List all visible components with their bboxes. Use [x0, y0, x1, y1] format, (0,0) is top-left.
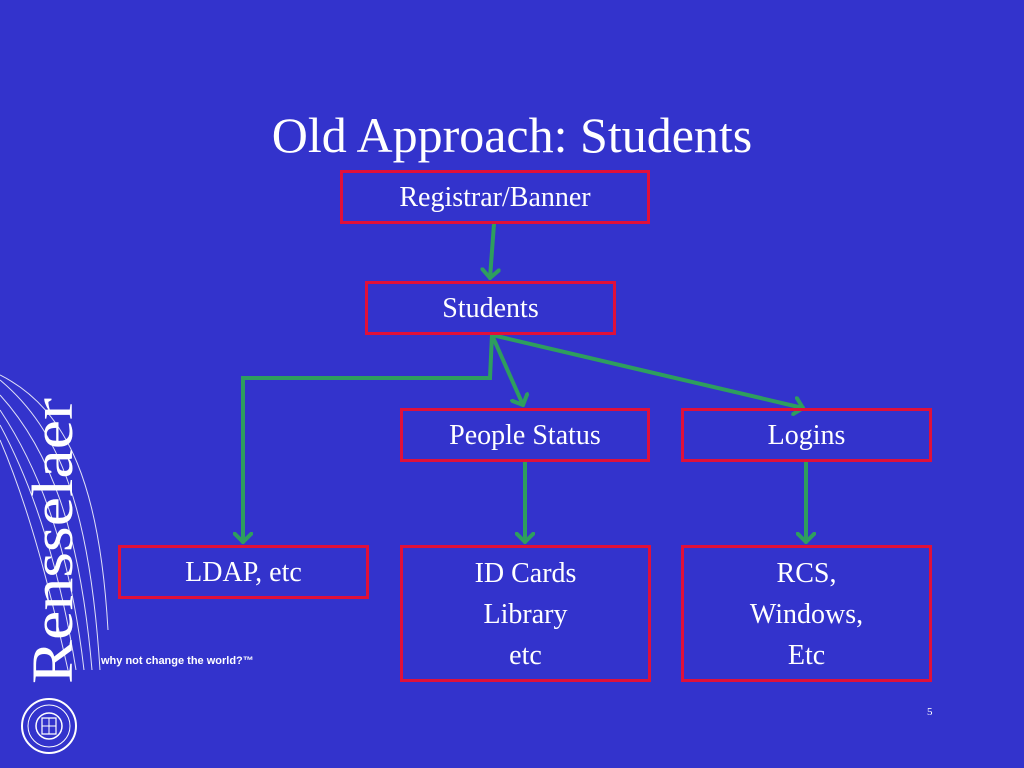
node-logins: Logins: [681, 408, 932, 462]
node-rcs: RCS, Windows, Etc: [681, 545, 932, 682]
node-students: Students: [365, 281, 616, 335]
swoosh-decoration: [0, 374, 109, 670]
arrow-students-to-logins: [490, 333, 805, 408]
rensselaer-logo: Rensselaer: [22, 398, 82, 684]
arrow-registrar-to-students: [490, 222, 494, 280]
svg-text:Rensselaer: Rensselaer: [22, 398, 82, 684]
tagline: why not change the world?™: [101, 655, 254, 667]
node-label-line: Registrar/Banner: [399, 182, 591, 213]
seal-icon: [21, 698, 77, 754]
node-label-line: LDAP, etc: [185, 557, 302, 588]
arrow-students-to-ldap: [243, 333, 494, 544]
slide-title: Old Approach: Students: [271, 107, 753, 163]
node-people-status: People Status: [400, 408, 650, 462]
node-label-line: People Status: [449, 420, 601, 451]
node-label-line: Students: [442, 293, 539, 324]
node-label-line: ID Cards: [474, 558, 577, 589]
node-label-line: Windows,: [749, 599, 864, 630]
node-registrar-banner: Registrar/Banner: [340, 170, 650, 224]
page-number: 5: [927, 706, 933, 718]
arrow-students-to-people-status: [490, 333, 523, 407]
node-label-line: RCS,: [776, 558, 837, 589]
node-label-line: Etc: [787, 640, 826, 671]
node-label-line: Logins: [767, 420, 846, 451]
node-label-line: etc: [509, 640, 542, 671]
node-label-line: Library: [483, 599, 568, 630]
node-ldap: LDAP, etc: [118, 545, 369, 599]
